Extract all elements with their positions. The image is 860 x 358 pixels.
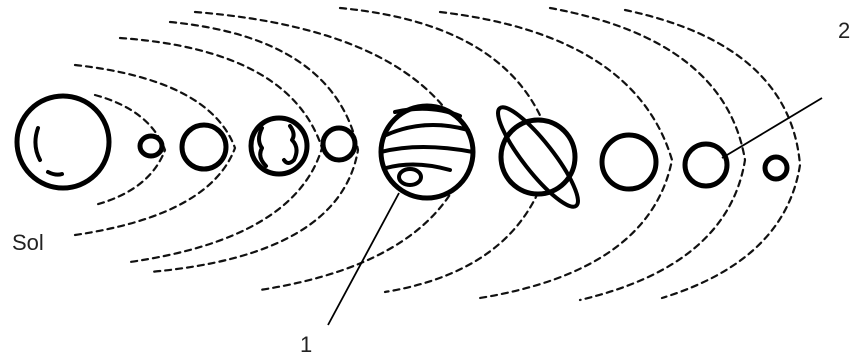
planet-earth	[251, 118, 307, 174]
leader-line-1	[328, 193, 399, 325]
planet-venus	[182, 125, 226, 169]
planet-pluto	[765, 157, 787, 179]
planet-jupiter	[381, 106, 473, 198]
planet-mars	[323, 128, 355, 160]
planet-uranus	[602, 135, 656, 189]
planet-neptune	[685, 144, 727, 186]
callout-label-2: 2	[838, 18, 850, 43]
planet-mercury	[140, 136, 162, 156]
sun	[17, 96, 109, 188]
sun-label: Sol	[12, 230, 44, 255]
callout-label-1: 1	[300, 332, 312, 357]
planet-saturn	[488, 99, 588, 215]
